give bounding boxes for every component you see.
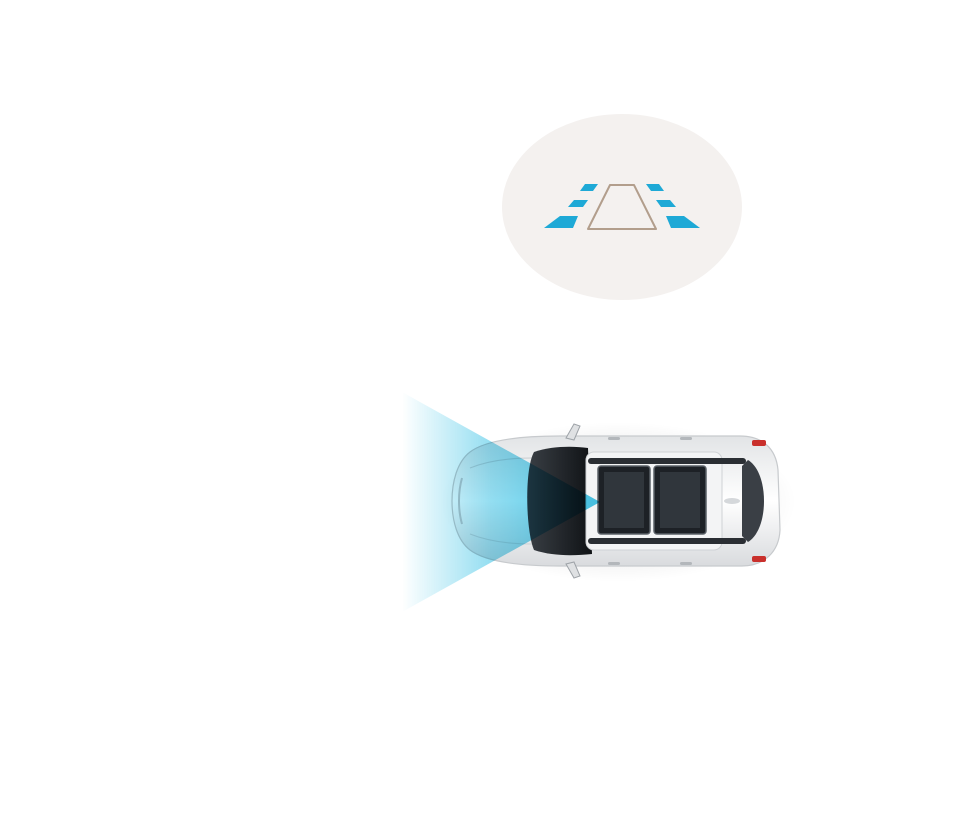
left-lane-dash-mid [568, 200, 588, 207]
sunroof-rear-glass [660, 472, 700, 528]
right-lane-dash-bottom [666, 216, 700, 228]
right-lane-dash-top [646, 184, 664, 191]
lane-following-assist-icon [544, 184, 700, 230]
left-lane-dash-top [580, 184, 598, 191]
roof-rail-top [588, 458, 746, 464]
right-lane-dash-mid [656, 200, 676, 207]
front-camera-beam [402, 392, 600, 612]
side-mirror-bottom [565, 561, 581, 579]
left-lane-dash-bottom [544, 216, 578, 228]
lane-center-trapezoid [587, 184, 657, 230]
door-handle-top-rear [680, 437, 692, 440]
tail-light-top [752, 440, 766, 446]
side-mirror-top [565, 423, 581, 441]
left-lane-markers [544, 184, 598, 228]
tail-light-bottom [752, 556, 766, 562]
sunroof-front-glass [604, 472, 644, 528]
right-lane-markers [646, 184, 700, 228]
lane-indicator-bubble [502, 114, 742, 300]
rear-window [742, 460, 764, 542]
shark-fin-antenna [724, 498, 740, 504]
roof-rail-bottom [588, 538, 746, 544]
door-handle-bottom-front [608, 562, 620, 565]
door-handle-bottom-rear [680, 562, 692, 565]
door-handle-top-front [608, 437, 620, 440]
